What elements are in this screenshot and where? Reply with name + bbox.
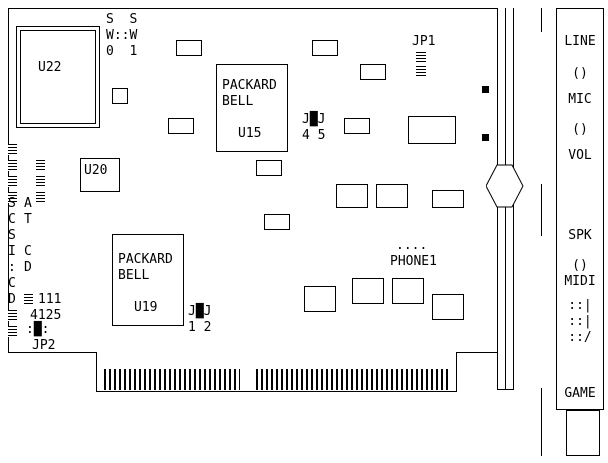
- scsi-cd-letter: S: [8, 196, 16, 211]
- component-box: [344, 118, 370, 134]
- phone1-label: PHONE1: [390, 254, 437, 269]
- port-label-line: LINE: [564, 34, 596, 49]
- component-box: [408, 116, 456, 144]
- scsi-cd-letter: S: [8, 228, 16, 243]
- scsi-cd-letter: C: [8, 276, 16, 291]
- fold-line: [541, 184, 542, 236]
- volume-wheel: [486, 164, 524, 208]
- midi-connector-pins: ::|: [568, 298, 592, 313]
- port-label-game: GAME: [564, 386, 596, 401]
- at-cd-letter: A: [24, 196, 32, 211]
- component-box: [168, 118, 194, 134]
- scsi-cd-letter: D: [8, 292, 16, 307]
- jp2-cap: :█:: [26, 322, 50, 337]
- header-pin: [8, 160, 17, 171]
- component-box: [352, 278, 384, 304]
- fold-line: [541, 8, 542, 32]
- component-box: [264, 214, 290, 230]
- chip-u15: [216, 64, 288, 152]
- component-box: [360, 64, 386, 80]
- scsi-cd-letter: :: [8, 260, 16, 275]
- u19-brand-line2: BELL: [118, 268, 150, 283]
- j1-j2-jumper: J█J: [188, 304, 212, 319]
- header-pin: [8, 144, 17, 155]
- bracket-panel: [556, 8, 604, 410]
- component-box: [112, 88, 128, 104]
- jp1-label: JP1: [412, 34, 436, 49]
- header-pin: [24, 294, 33, 305]
- jack-icon: (): [572, 122, 588, 137]
- component-box: [176, 40, 202, 56]
- midi-connector-pins: ::/: [568, 330, 592, 345]
- jack-icon: (): [572, 258, 588, 273]
- edge-tab-left: [96, 352, 97, 392]
- header-pin: [36, 176, 45, 187]
- dip-switch-row: S S: [106, 12, 138, 27]
- at-cd-letter: T: [24, 212, 32, 227]
- j1-j2-jumper-numbers: 1 2: [188, 320, 212, 335]
- isa-edge-fingers-left: [104, 369, 240, 390]
- component-box: [376, 184, 408, 208]
- board-edge-top: [8, 8, 498, 9]
- j4-j5-jumper: J█J: [302, 112, 326, 127]
- dip-switch-row: 0 1: [106, 44, 138, 59]
- header-pin: [8, 192, 17, 203]
- jack-icon: (): [572, 66, 588, 81]
- header-pin: [8, 176, 17, 187]
- component-box: [432, 294, 464, 320]
- chip-u19: [112, 234, 184, 326]
- chip-u20: [80, 158, 120, 192]
- component-box: [312, 40, 338, 56]
- u15-brand-line2: BELL: [222, 94, 254, 109]
- header-pin: [8, 326, 17, 337]
- port-label-spk: SPK: [568, 228, 592, 243]
- component-box: [392, 278, 424, 304]
- dip-switch-row: W::W: [106, 28, 138, 43]
- u15-brand-line1: PACKARD: [222, 78, 277, 93]
- header-pin: [36, 160, 45, 171]
- component-box: [432, 190, 464, 208]
- u15-label: U15: [238, 126, 262, 141]
- bracket-rail-bottom: [497, 389, 514, 390]
- u22-label: U22: [38, 60, 62, 75]
- u20-label: U20: [84, 163, 108, 178]
- scsi-cd-letter: C: [8, 212, 16, 227]
- u19-brand-line1: PACKARD: [118, 252, 173, 267]
- jp1-pins: [416, 52, 426, 62]
- midi-connector-pins: ::|: [568, 314, 592, 329]
- solder-pad: [482, 134, 489, 141]
- board-edge-bottom-left: [8, 352, 97, 353]
- j4-j5-jumper-numbers: 4 5: [302, 128, 326, 143]
- header-pin: [8, 310, 17, 321]
- jp1-pins: [416, 66, 426, 76]
- scsi-cd-letter: I: [8, 244, 16, 259]
- header-pin: [36, 192, 45, 203]
- port-label-midi: MIDI: [564, 274, 596, 289]
- chip-u22-inner-border: [20, 30, 96, 124]
- chip-u22: [16, 26, 100, 128]
- component-box: [336, 184, 368, 208]
- at-cd-letter: C: [24, 244, 32, 259]
- edge-tab-right: [456, 352, 457, 392]
- isa-edge-fingers-right: [256, 369, 448, 390]
- fold-line: [541, 388, 542, 456]
- code-label: 4125: [30, 308, 62, 323]
- port-label-mic: MIC: [568, 92, 592, 107]
- edge-tab-bottom: [96, 391, 457, 392]
- board-edge-bottom-right: [456, 352, 498, 353]
- port-label-vol: VOL: [568, 148, 592, 163]
- component-box: [304, 286, 336, 312]
- jp2-label: JP2: [32, 338, 56, 353]
- at-cd-letter: D: [24, 260, 32, 275]
- solder-pad: [482, 86, 489, 93]
- u19-label: U19: [134, 300, 158, 315]
- bracket-tab: [566, 410, 600, 456]
- component-box: [256, 160, 282, 176]
- code-label: 111: [38, 292, 62, 307]
- phone1-dots: ....: [396, 238, 428, 253]
